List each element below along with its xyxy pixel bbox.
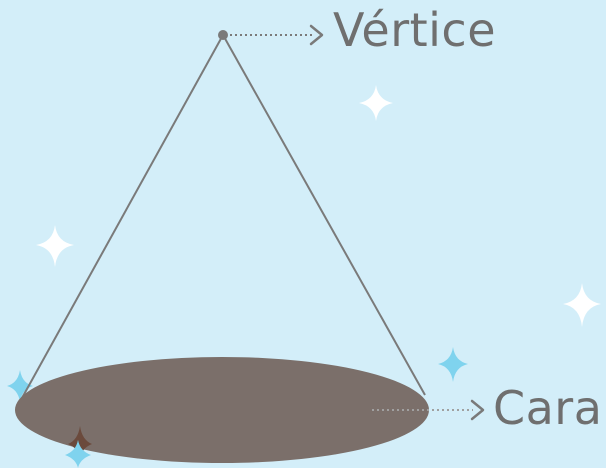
cone-left-side [22,35,223,398]
sparkle-icon [438,347,468,382]
face-pointer-arrowhead [472,401,483,419]
vertex-label: Vértice [333,7,496,53]
vertex-point [218,30,228,40]
face-label: Cara [493,385,602,431]
sparkle-icon [36,225,74,267]
vertex-pointer-arrowhead [311,26,322,44]
sparkle-icon [563,283,601,327]
cone-right-side [223,35,425,395]
sparkle-icon [359,85,393,121]
